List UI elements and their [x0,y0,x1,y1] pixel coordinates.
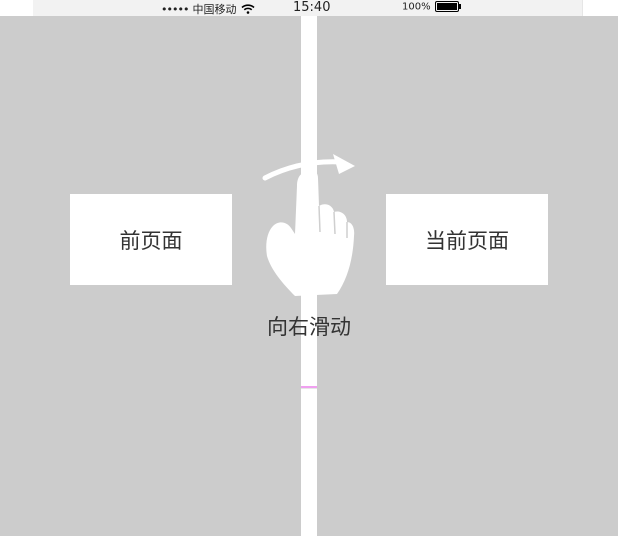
guide-line-horizontal [0,388,618,389]
status-bar: •••••中国移动 15:40 100% [33,0,582,16]
carrier-name: 中国移动 [192,3,237,16]
wifi-icon [241,3,255,17]
battery-icon [434,1,461,12]
swipe-hint-label: 向右滑动 [267,315,351,339]
previous-page-card: 前页面 [70,194,232,285]
signal-strength-icon: ••••• [161,3,189,16]
current-page-card: 当前页面 [386,194,548,285]
status-bar-carrier-group: •••••中国移动 [161,1,255,17]
status-time: 15:40 [293,0,331,15]
battery-percent: 100% [402,1,431,13]
battery-status: 100% [402,1,461,13]
divider-marker [301,386,317,388]
current-page-label: 当前页面 [425,228,509,253]
swipe-hand-icon [255,152,363,302]
previous-page-label: 前页面 [119,228,183,253]
